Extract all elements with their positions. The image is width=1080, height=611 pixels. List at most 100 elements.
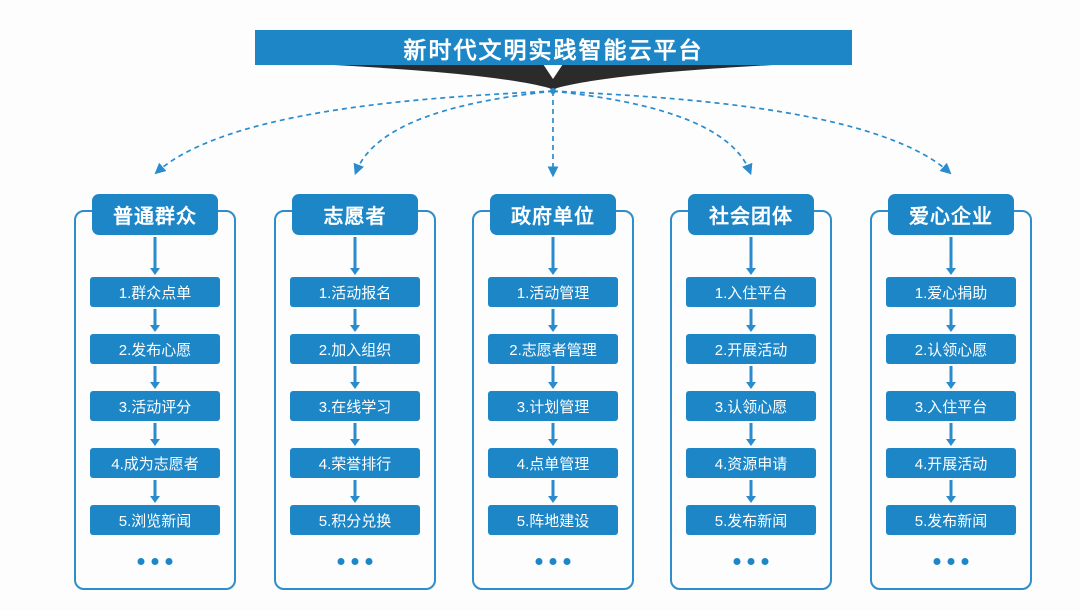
platform-title: 新时代文明实践智能云平台 xyxy=(403,36,704,63)
step-label: 2.加入组织 xyxy=(318,341,392,359)
step-label: 4.成为志愿者 xyxy=(111,455,199,473)
step-label: 4.开展活动 xyxy=(914,455,988,473)
step-box: 2.加入组织 xyxy=(290,334,420,364)
step-box: 3.计划管理 xyxy=(488,391,618,421)
ellipsis xyxy=(933,558,969,565)
step-label: 1.爱心捐助 xyxy=(914,284,988,302)
step-box: 1.活动报名 xyxy=(290,277,420,307)
step-label: 2.认领心愿 xyxy=(914,341,988,359)
dashed-connector-5 xyxy=(552,90,952,175)
step-label: 3.入住平台 xyxy=(914,398,988,416)
step-box: 1.活动管理 xyxy=(488,277,618,307)
step-label: 5.阵地建设 xyxy=(516,512,590,530)
step-label: 1.活动管理 xyxy=(516,284,590,302)
step-box: 4.荣誉排行 xyxy=(290,448,420,478)
step-box: 3.认领心愿 xyxy=(686,391,816,421)
step-box: 3.活动评分 xyxy=(90,391,220,421)
down-arrow xyxy=(745,366,757,389)
step-label: 1.群众点单 xyxy=(118,284,192,302)
step-label: 4.资源申请 xyxy=(714,455,788,473)
step-box: 4.开展活动 xyxy=(886,448,1016,478)
step-label: 2.发布心愿 xyxy=(118,341,192,359)
dashed-connector-4 xyxy=(552,90,753,176)
step-box: 5.积分兑换 xyxy=(290,505,420,535)
step-box: 2.志愿者管理 xyxy=(488,334,618,364)
step-box: 2.发布心愿 xyxy=(90,334,220,364)
ellipsis xyxy=(535,558,571,565)
down-arrow xyxy=(745,423,757,446)
step-box: 4.资源申请 xyxy=(686,448,816,478)
column-social-organizations: 社会团体 1.入住平台 2.开展活动 3.认领心愿 4.资源申请 5.发布新闻 xyxy=(670,194,832,590)
down-arrow xyxy=(547,423,559,446)
down-arrow xyxy=(149,423,161,446)
column-title: 社会团体 xyxy=(709,206,793,228)
step-box: 5.浏览新闻 xyxy=(90,505,220,535)
down-arrow xyxy=(547,309,559,332)
column-header: 社会团体 xyxy=(688,194,814,235)
step-box: 2.认领心愿 xyxy=(886,334,1016,364)
step-box: 5.阵地建设 xyxy=(488,505,618,535)
column-header: 普通群众 xyxy=(92,194,218,235)
ellipsis xyxy=(137,558,173,565)
down-arrow xyxy=(149,309,161,332)
step-box: 4.点单管理 xyxy=(488,448,618,478)
down-arrow xyxy=(349,480,361,503)
ellipsis xyxy=(337,558,373,565)
down-arrow xyxy=(149,480,161,503)
down-arrow xyxy=(945,423,957,446)
step-label: 2.志愿者管理 xyxy=(509,341,597,359)
step-box: 3.入住平台 xyxy=(886,391,1016,421)
step-label: 5.发布新闻 xyxy=(914,512,988,530)
down-arrow xyxy=(745,237,757,275)
step-box: 1.入住平台 xyxy=(686,277,816,307)
down-arrow xyxy=(547,366,559,389)
step-label: 3.认领心愿 xyxy=(714,398,788,416)
dashed-connector-2 xyxy=(353,90,554,176)
step-label: 4.点单管理 xyxy=(516,455,590,473)
step-label: 1.活动报名 xyxy=(318,284,392,302)
column-header: 志愿者 xyxy=(292,194,418,235)
step-box: 1.爱心捐助 xyxy=(886,277,1016,307)
step-box: 1.群众点单 xyxy=(90,277,220,307)
step-label: 5.发布新闻 xyxy=(714,512,788,530)
step-box: 3.在线学习 xyxy=(290,391,420,421)
step-label: 5.积分兑换 xyxy=(318,512,392,530)
down-arrow xyxy=(547,480,559,503)
down-arrow xyxy=(945,309,957,332)
down-arrow xyxy=(745,309,757,332)
step-box: 2.开展活动 xyxy=(686,334,816,364)
step-label: 2.开展活动 xyxy=(714,341,788,359)
down-arrow xyxy=(945,366,957,389)
step-label: 3.活动评分 xyxy=(118,398,192,416)
step-box: 5.发布新闻 xyxy=(686,505,816,535)
down-arrow xyxy=(149,366,161,389)
column-caring-enterprises: 爱心企业 1.爱心捐助 2.认领心愿 3.入住平台 4.开展活动 5.发布新闻 xyxy=(870,194,1032,590)
column-header: 爱心企业 xyxy=(888,194,1014,235)
ellipsis xyxy=(733,558,769,565)
dashed-connector-1 xyxy=(154,90,554,175)
platform-title-banner: 新时代文明实践智能云平台 xyxy=(255,30,852,65)
down-arrow xyxy=(349,423,361,446)
column-general-public: 普通群众 1.群众点单 2.发布心愿 3.活动评分 4.成为志愿者 5.浏览新闻 xyxy=(74,194,236,590)
down-arrow xyxy=(745,480,757,503)
step-box: 5.发布新闻 xyxy=(886,505,1016,535)
step-box: 4.成为志愿者 xyxy=(90,448,220,478)
down-triangle-icon xyxy=(543,64,563,79)
down-arrow xyxy=(349,309,361,332)
column-title: 志愿者 xyxy=(323,206,387,228)
down-arrow xyxy=(547,237,559,275)
column-header: 政府单位 xyxy=(490,194,616,235)
step-label: 3.计划管理 xyxy=(516,398,590,416)
down-arrow xyxy=(149,237,161,275)
column-title: 爱心企业 xyxy=(909,206,993,228)
step-label: 5.浏览新闻 xyxy=(118,512,192,530)
down-arrow xyxy=(945,480,957,503)
step-label: 4.荣誉排行 xyxy=(318,455,392,473)
column-title: 政府单位 xyxy=(511,206,595,228)
column-volunteers: 志愿者 1.活动报名 2.加入组织 3.在线学习 4.荣誉排行 5.积分兑换 xyxy=(274,194,436,590)
column-title: 普通群众 xyxy=(113,206,197,228)
step-label: 3.在线学习 xyxy=(318,398,392,416)
step-label: 1.入住平台 xyxy=(714,284,788,302)
